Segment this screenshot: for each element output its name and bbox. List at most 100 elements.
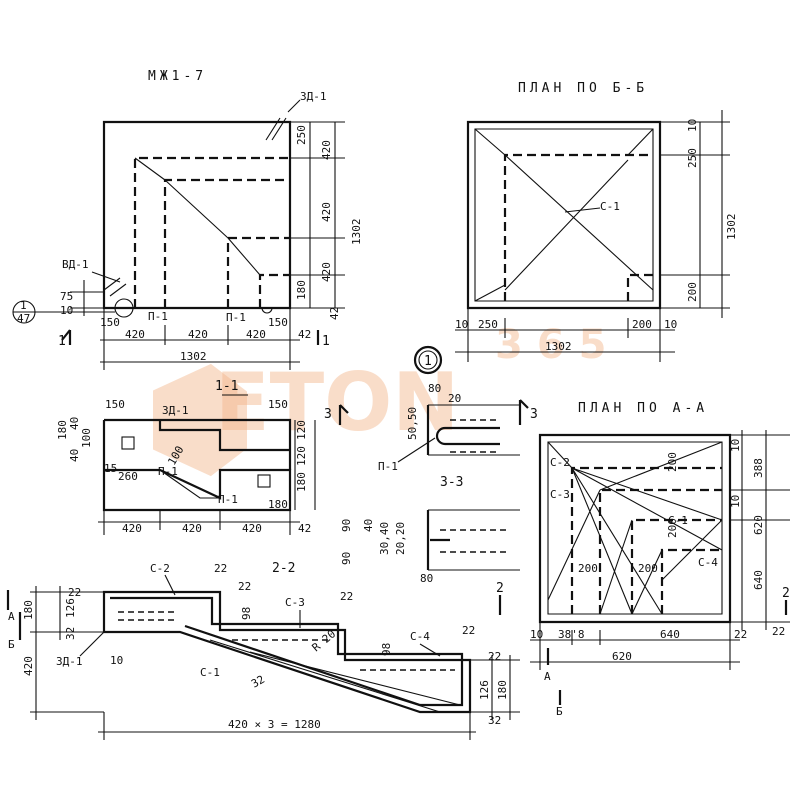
- svg-text:126: 126: [64, 598, 77, 618]
- callout-zd1: ЗД-1: [300, 90, 327, 103]
- svg-text:80: 80: [420, 572, 433, 585]
- svg-text:420: 420: [320, 262, 333, 282]
- svg-text:10: 10: [729, 495, 742, 508]
- svg-text:42: 42: [298, 522, 311, 535]
- section-11-outline: [104, 418, 292, 470]
- svg-text:420: 420: [242, 522, 262, 535]
- svg-text:200: 200: [686, 282, 699, 302]
- svg-text:420: 420: [246, 328, 266, 341]
- svg-text:1302: 1302: [545, 340, 572, 353]
- svg-text:98: 98: [380, 643, 393, 656]
- svg-text:20,20: 20,20: [394, 522, 407, 555]
- svg-text:180: 180: [496, 680, 509, 700]
- callout-p1-11b: П-1: [218, 493, 238, 506]
- svg-text:1302: 1302: [725, 214, 738, 241]
- section-33-title: 3-3: [440, 475, 463, 490]
- svg-text:640: 640: [752, 570, 765, 590]
- svg-text:388: 388: [752, 458, 765, 478]
- section-mark-3-left: 3: [324, 407, 332, 422]
- svg-text:22: 22: [772, 625, 785, 638]
- svg-text:180: 180: [295, 472, 308, 492]
- svg-text:40: 40: [68, 417, 81, 430]
- svg-text:150: 150: [100, 316, 120, 329]
- section-22-title: 2-2: [272, 561, 295, 576]
- plan-bb-outline: [466, 120, 662, 310]
- svg-text:42: 42: [328, 307, 341, 320]
- svg-text:420: 420: [182, 522, 202, 535]
- svg-text:10: 10: [455, 318, 468, 331]
- svg-text:22: 22: [214, 562, 227, 575]
- svg-text:420: 420: [320, 202, 333, 222]
- svg-text:22: 22: [238, 580, 251, 593]
- svg-text:420: 420: [320, 140, 333, 160]
- svg-text:40: 40: [68, 449, 81, 462]
- element-plan: МЖ1-7 ЗД-1 ВД-1 П-1 П-1 1 47 1 1 250 420: [12, 69, 363, 370]
- svg-text:150: 150: [268, 398, 288, 411]
- svg-text:22: 22: [340, 590, 353, 603]
- svg-text:32: 32: [488, 714, 501, 727]
- svg-text:200: 200: [632, 318, 652, 331]
- section-mark-a-left: А: [8, 610, 15, 623]
- svg-text:420: 420: [125, 328, 145, 341]
- callout-s4-aa: С-4: [698, 556, 718, 569]
- svg-text:20: 20: [448, 392, 461, 405]
- svg-text:126: 126: [478, 680, 491, 700]
- svg-text:32: 32: [64, 627, 77, 640]
- svg-text:180: 180: [268, 498, 288, 511]
- section-mark-b-right: Б: [556, 705, 563, 718]
- callout-s1-22: С-1: [200, 666, 220, 679]
- loop-vd1: [114, 298, 134, 318]
- svg-text:250: 250: [478, 318, 498, 331]
- svg-text:80: 80: [428, 382, 441, 395]
- section-mark-1-left: 1: [58, 334, 66, 349]
- plan-bb-title: ПЛАН ПО Б-Б: [518, 81, 648, 96]
- plan-aa-title: ПЛАН ПО А-А: [578, 401, 708, 416]
- svg-text:22: 22: [68, 586, 81, 599]
- svg-text:620: 620: [752, 515, 765, 535]
- element-outline: [102, 120, 292, 310]
- callout-s1-bb: С-1: [600, 200, 620, 213]
- svg-text:32: 32: [249, 673, 267, 691]
- callout-s3-22: С-3: [285, 596, 305, 609]
- svg-text:75: 75: [60, 290, 73, 303]
- svg-text:10: 10: [530, 628, 543, 641]
- callout-s1-aa: С-1: [668, 514, 688, 527]
- svg-text:150: 150: [268, 316, 288, 329]
- detail-mark: 1: [413, 345, 443, 375]
- callout-vd1: ВД-1: [62, 258, 89, 271]
- svg-text:30,40: 30,40: [378, 522, 391, 555]
- callout-p1-right: П-1: [226, 311, 246, 324]
- svg-text:10: 10: [729, 439, 742, 452]
- svg-text:100: 100: [80, 428, 93, 448]
- svg-text:40: 40: [362, 519, 375, 532]
- section-mark-b-left: Б: [8, 638, 15, 651]
- svg-text:180: 180: [56, 420, 69, 440]
- node-top: 1: [20, 299, 27, 312]
- callout-p1-33: П-1: [378, 460, 398, 473]
- svg-text:90: 90: [340, 519, 353, 532]
- svg-text:22: 22: [734, 628, 747, 641]
- svg-text:22: 22: [488, 650, 501, 663]
- callout-p1-left: П-1: [148, 310, 168, 323]
- svg-text:250: 250: [686, 148, 699, 168]
- svg-text:180: 180: [22, 600, 35, 620]
- svg-text:22: 22: [462, 624, 475, 637]
- callout-p1-11a: П-1: [158, 465, 178, 478]
- svg-text:200: 200: [578, 562, 598, 575]
- svg-text:620: 620: [612, 650, 632, 663]
- svg-text:120: 120: [295, 446, 308, 466]
- svg-text:38'8: 38'8: [558, 628, 585, 641]
- svg-text:10: 10: [664, 318, 677, 331]
- svg-text:250: 250: [295, 125, 308, 145]
- node-bottom: 47: [17, 312, 30, 325]
- svg-text:42: 42: [298, 328, 311, 341]
- svg-text:90: 90: [340, 552, 353, 565]
- plan-aa: ПЛАН ПО А-А С-2 С-3 С-1 С-4 200 200 200 …: [530, 401, 790, 670]
- svg-text:10: 10: [60, 304, 73, 317]
- svg-text:1302: 1302: [350, 219, 363, 246]
- watermark-brand: ETON: [215, 356, 459, 449]
- section-mark-1-right: 1: [322, 334, 330, 349]
- callout-s3-aa: С-3: [550, 488, 570, 501]
- svg-text:260: 260: [118, 470, 138, 483]
- section-mark-3-right: 3: [530, 407, 538, 422]
